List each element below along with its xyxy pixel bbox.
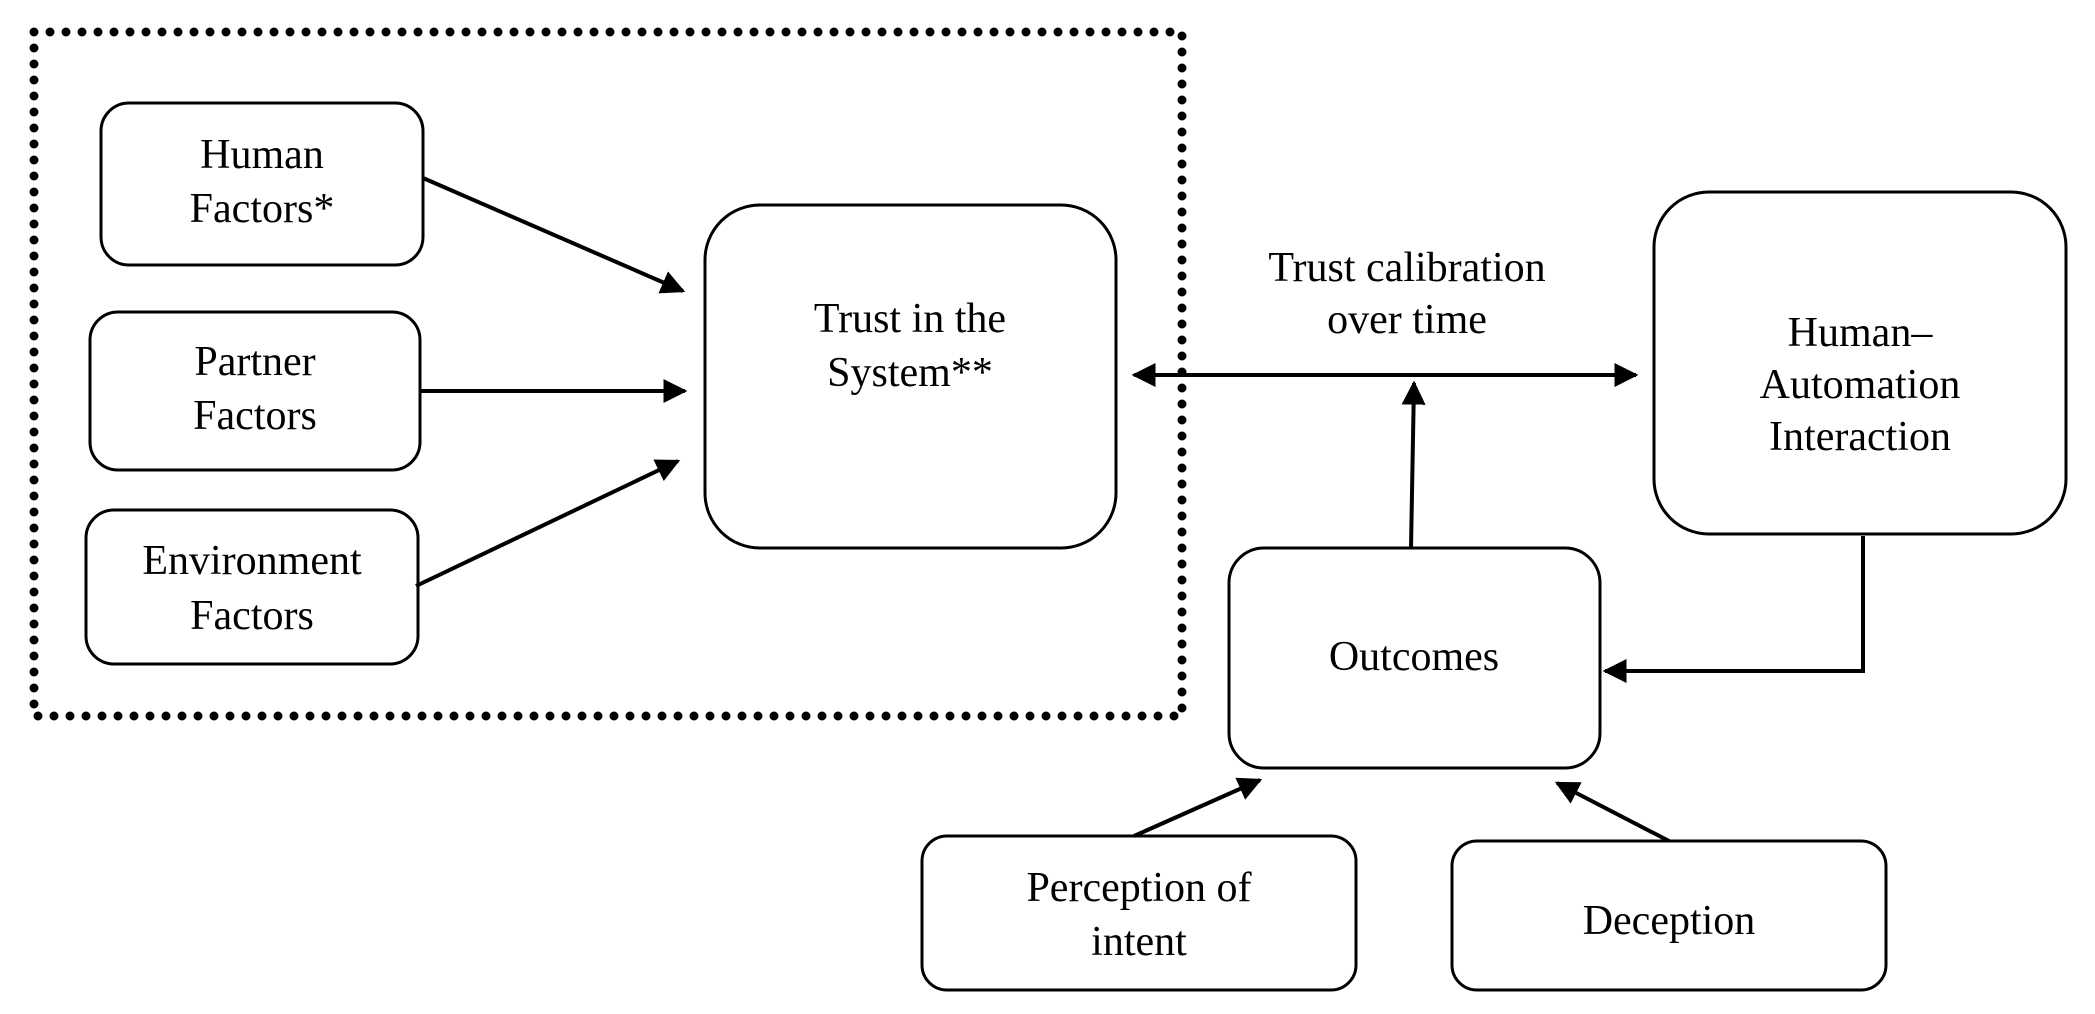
- human-automation-interaction-node: Human– Automation Interaction: [1652, 190, 2068, 536]
- arrow-deception-to-outcomes: [1554, 781, 1670, 843]
- deception-label: Deception: [1583, 898, 1756, 944]
- environment-factors-label-line2: Factors: [190, 593, 314, 639]
- trust-in-system-node: Trust in the System**: [703, 203, 1118, 550]
- trust-in-system-label-line1: Trust in the: [814, 296, 1006, 342]
- environment-factors-label-line1: Environment: [142, 538, 362, 584]
- arrow-outcomes-to-calibration: [1401, 380, 1426, 549]
- outcomes-node: Outcomes: [1227, 546, 1602, 770]
- human-automation-label-line2: Automation: [1760, 362, 1961, 408]
- perception-of-intent-label-line1: Perception of: [1026, 865, 1251, 911]
- human-automation-label-line1: Human–: [1788, 310, 1934, 356]
- perception-of-intent-label-line2: intent: [1091, 919, 1187, 965]
- partner-factors-label-line2: Factors: [193, 393, 317, 439]
- human-automation-label-line3: Interaction: [1769, 414, 1951, 460]
- arrow-human-factors-to-trust: [422, 176, 686, 294]
- partner-factors-label-line1: Partner: [194, 339, 315, 385]
- trust-calibration-label-line1: Trust calibration: [1268, 245, 1545, 291]
- trust-calibration-label-line2: over time: [1327, 297, 1487, 343]
- environment-factors-node: Environment Factors: [84, 508, 420, 666]
- arrow-perception-to-outcomes: [1133, 777, 1263, 838]
- outcomes-label: Outcomes: [1329, 634, 1499, 680]
- arrow-interaction-to-outcomes: [1602, 536, 1865, 683]
- human-factors-node: Human Factors*: [99, 101, 425, 267]
- human-factors-label-line1: Human: [200, 132, 324, 178]
- trust-in-system-label-line2: System**: [827, 350, 993, 396]
- partner-factors-node: Partner Factors: [88, 310, 422, 472]
- perception-of-intent-node: Perception of intent: [920, 834, 1358, 992]
- human-factors-label-line2: Factors*: [190, 186, 335, 232]
- deception-node: Deception: [1450, 839, 1888, 992]
- arrow-environment-factors-to-trust: [415, 459, 681, 588]
